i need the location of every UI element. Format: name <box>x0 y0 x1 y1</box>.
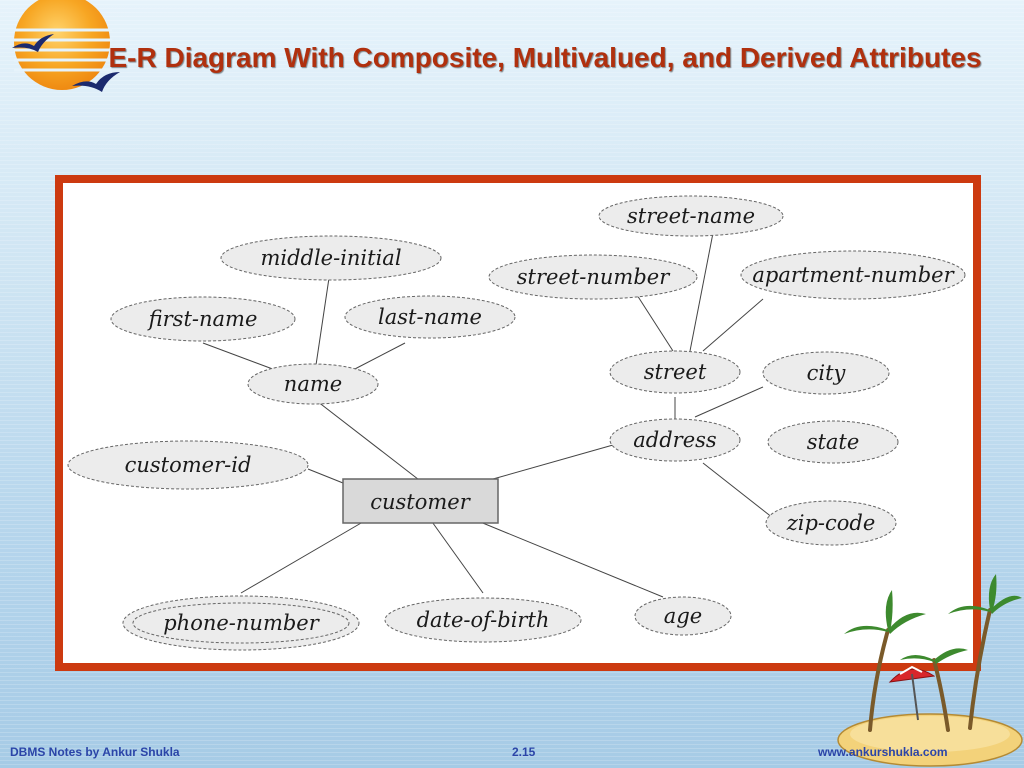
line-apartmentnumber-street <box>703 299 763 351</box>
line-dateofbirth-customer <box>430 519 483 593</box>
line-streetnumber-street <box>637 295 673 351</box>
line-name-customer <box>313 398 423 483</box>
attr-middle-initial-label: middle-initial <box>260 246 401 270</box>
attr-zip-code-label: zip-code <box>786 511 876 535</box>
line-address-customer <box>493 445 613 479</box>
line-city-address <box>695 387 763 417</box>
line-streetname-street <box>690 233 713 351</box>
attr-state-label: state <box>807 430 860 454</box>
footer-slide-number: 2.15 <box>512 745 535 759</box>
line-lastname-name <box>351 343 405 371</box>
beach-umbrella-icon <box>890 667 934 720</box>
attr-address-label: address <box>633 428 717 452</box>
line-zipcode-address <box>703 463 773 518</box>
line-phonenumber-customer <box>241 519 368 593</box>
attr-first-name-label: first-name <box>147 307 258 331</box>
entity-customer-label: customer <box>370 490 471 514</box>
footer-website-link[interactable]: www.ankurshukla.com <box>818 745 948 759</box>
line-firstname-name <box>203 343 278 371</box>
slide-title: E-R Diagram With Composite, Multivalued,… <box>100 40 990 76</box>
footer-author: DBMS Notes by Ankur Shukla <box>10 745 180 759</box>
attr-age-label: age <box>664 604 702 628</box>
attr-date-of-birth-label: date-of-birth <box>417 608 550 632</box>
attr-name-label: name <box>284 372 342 396</box>
attr-phone-number-label: phone-number <box>163 611 320 635</box>
attr-city-label: city <box>807 361 847 385</box>
line-middleinitial-name <box>316 278 329 365</box>
attr-street-label: street <box>644 360 707 384</box>
attr-street-name-label: street-name <box>627 204 755 228</box>
line-customerid-customer <box>308 469 343 483</box>
palm-island-decoration <box>830 570 1024 768</box>
line-age-customer <box>473 519 663 597</box>
attr-last-name-label: last-name <box>378 305 482 329</box>
attr-apartment-number-label: apartment-number <box>752 263 955 287</box>
attr-street-number-label: street-number <box>517 265 671 289</box>
connector-lines <box>203 233 773 597</box>
attr-customer-id-label: customer-id <box>125 453 252 477</box>
